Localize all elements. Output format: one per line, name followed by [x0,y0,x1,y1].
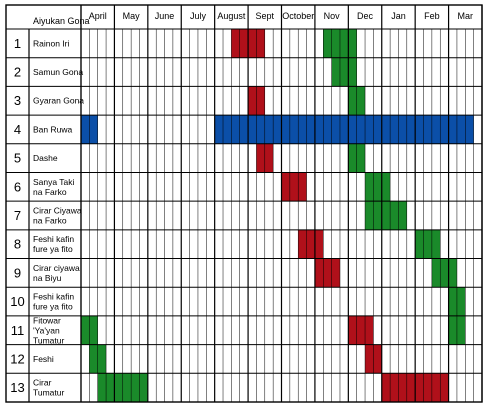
table-border [5,4,483,403]
task-bar-9-2 [431,258,457,288]
month-label: Dec [357,11,374,21]
task-bar-6-2 [365,172,391,202]
month-label: Nov [324,11,341,21]
month-label: July [190,11,207,21]
task-number: 13 [10,380,24,395]
month-label: October [282,11,314,21]
task-name: Sanya Taki [33,177,75,187]
task-bar-9-1 [314,258,340,288]
task-number: 9 [14,265,21,280]
task-bar-4-2 [214,115,474,144]
task-number: 6 [14,179,21,194]
month-label: Sept [256,11,275,21]
task-bar-6-1 [281,172,307,202]
month-label: August [217,11,246,21]
task-name: fure ya fito [33,244,73,254]
task-number: 1 [14,36,21,51]
task-name: Feshi [33,354,54,364]
grid-lines [5,4,483,403]
task-number: 11 [11,323,25,338]
task-name: 'Ya'yan [33,325,60,335]
month-label: Mar [458,11,474,21]
task-bar-2-1 [331,57,357,87]
task-name: Ban Ruwa [33,124,72,134]
task-name: Feshi kafin [33,292,74,302]
chart-labels: Aiyukan Gona April May June July August Sept O… [10,11,473,398]
month-label: April [89,11,107,21]
task-bar-8-2 [415,229,441,259]
task-number: 4 [14,122,21,137]
task-bar-11-2 [348,315,374,345]
month-label: June [155,11,175,21]
task-name: Samun Gona [33,67,83,77]
task-name: Feshi kafin [33,234,74,244]
task-name: Cirar ciyawa [33,263,80,273]
task-name: Dashe [33,153,58,163]
task-name: na Farko [33,187,67,197]
task-name: Tumatur [33,335,65,345]
task-number: 10 [10,294,24,309]
task-number: 3 [14,93,21,108]
month-label: May [123,11,141,21]
task-name: Rainon Iri [33,38,69,48]
task-name: na Biyu [33,273,62,283]
task-number: 8 [14,237,21,252]
task-number: 12 [10,351,24,366]
task-name: Gyaran Gona [33,96,84,106]
task-number: 7 [14,208,21,223]
month-label: Jan [391,11,406,21]
task-name: Cirar [33,378,52,388]
header-label: Aiyukan Gona [33,16,90,26]
task-number: 5 [14,151,21,166]
task-bar-8-1 [298,229,324,259]
task-bar-7-1 [365,201,407,230]
task-name: Fitowar [33,315,61,325]
task-number: 2 [14,65,21,80]
task-name: Tumatur [33,388,65,398]
task-name: na Farko [33,216,67,226]
task-name: Cirar Ciyawa [33,206,82,216]
task-name: fure ya fito [33,302,73,312]
month-label: Feb [424,11,440,21]
